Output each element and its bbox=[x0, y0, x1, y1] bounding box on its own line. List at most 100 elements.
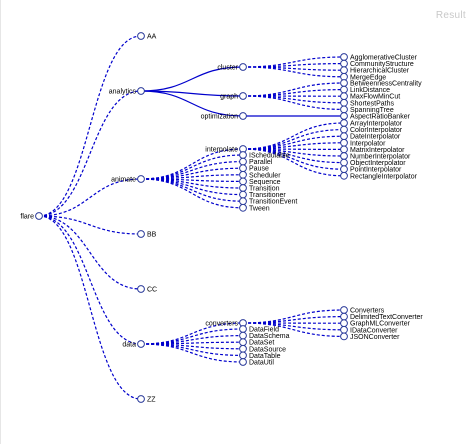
node-circle-icon[interactable] bbox=[340, 332, 348, 341]
node-label: MergeEdge bbox=[350, 74, 386, 81]
link-graph-to-link-distance bbox=[242, 89, 345, 97]
tree-node-jsonconverter[interactable]: JSONConverter bbox=[340, 332, 400, 341]
tree-node-flare[interactable]: flare bbox=[20, 212, 43, 221]
node-label: optimization bbox=[201, 114, 238, 121]
tree-node-link-distance[interactable]: LinkDistance bbox=[340, 85, 391, 94]
node-label: converters bbox=[205, 321, 238, 328]
link-animate-to-transition bbox=[140, 178, 244, 189]
link-cluster-to-hierarchical-cluster bbox=[242, 66, 345, 71]
node-label: CC bbox=[147, 287, 157, 294]
tree-node-zz[interactable]: ZZ bbox=[137, 395, 157, 404]
tree-node-optimization[interactable]: optimization bbox=[201, 112, 247, 121]
node-label: ISchedulable bbox=[249, 153, 290, 160]
link-animate-to-transition-event bbox=[140, 178, 244, 202]
tree-node-parallel[interactable]: Parallel bbox=[239, 157, 273, 166]
node-label: flare bbox=[20, 214, 34, 221]
node-circle-icon[interactable] bbox=[137, 230, 145, 238]
tree-node-number-interpolator[interactable]: NumberInterpolator bbox=[340, 152, 411, 161]
node-circle-icon[interactable] bbox=[239, 351, 247, 360]
link-data-to-data-table bbox=[140, 343, 244, 356]
node-circle-icon[interactable] bbox=[340, 85, 348, 94]
node-circle-icon[interactable] bbox=[137, 175, 145, 183]
node-circle-icon[interactable] bbox=[340, 138, 348, 147]
tree-node-graph[interactable]: graph bbox=[220, 92, 247, 101]
node-circle-icon[interactable] bbox=[340, 119, 348, 127]
tree-node-bb[interactable]: BB bbox=[137, 230, 157, 239]
node-circle-icon[interactable] bbox=[239, 184, 247, 192]
tree-node-cluster[interactable]: cluster bbox=[217, 63, 247, 72]
node-circle-icon[interactable] bbox=[340, 145, 348, 154]
tree-node-tween[interactable]: Tween bbox=[239, 203, 270, 212]
node-circle-icon[interactable] bbox=[340, 59, 348, 68]
tree-node-aa[interactable]: AA bbox=[137, 32, 157, 41]
node-circle-icon[interactable] bbox=[340, 98, 348, 107]
node-circle-icon[interactable] bbox=[340, 105, 348, 114]
link-graph-to-spanning-tree bbox=[242, 95, 345, 110]
node-label: Sequence bbox=[249, 179, 281, 186]
node-label: ColorInterpolator bbox=[350, 127, 403, 134]
node-circle-icon[interactable] bbox=[340, 312, 348, 321]
node-circle-icon[interactable] bbox=[239, 190, 247, 199]
node-circle-icon[interactable] bbox=[239, 177, 247, 186]
link-interpolate-to-interpolator bbox=[242, 142, 345, 150]
tree-node-data-util[interactable]: DataUtil bbox=[239, 358, 275, 367]
tree-node-hierarchical-cluster[interactable]: HierarchicalCluster bbox=[340, 66, 410, 75]
node-label: LinkDistance bbox=[350, 87, 390, 94]
node-label: DataSet bbox=[249, 340, 274, 347]
node-circle-icon[interactable] bbox=[239, 157, 247, 166]
node-circle-icon[interactable] bbox=[239, 197, 247, 206]
node-circle-icon[interactable] bbox=[340, 53, 348, 61]
node-circle-icon[interactable] bbox=[239, 358, 247, 366]
node-circle-icon[interactable] bbox=[340, 152, 348, 160]
link-flare-to-aa bbox=[38, 35, 142, 217]
node-circle-icon[interactable] bbox=[239, 92, 247, 100]
node-label: graph bbox=[220, 94, 238, 101]
node-circle-icon[interactable] bbox=[35, 212, 43, 220]
tree-node-rectangle-interpolator[interactable]: RectangleInterpolator bbox=[340, 171, 418, 180]
node-circle-icon[interactable] bbox=[239, 63, 247, 71]
node-circle-icon[interactable] bbox=[340, 112, 348, 120]
node-circle-icon[interactable] bbox=[137, 32, 145, 40]
node-circle-icon[interactable] bbox=[340, 79, 348, 87]
link-animate-to-pause bbox=[140, 167, 244, 180]
node-circle-icon[interactable] bbox=[239, 338, 247, 347]
tree-node-interpolate[interactable]: interpolate bbox=[205, 145, 247, 154]
node-circle-icon[interactable] bbox=[239, 203, 247, 212]
node-circle-icon[interactable] bbox=[239, 325, 247, 333]
node-circle-icon[interactable] bbox=[340, 66, 348, 75]
tree-node-animate[interactable]: animate bbox=[111, 175, 145, 184]
node-label: cluster bbox=[217, 65, 238, 72]
link-graph-to-betweenness-centrality bbox=[242, 82, 345, 97]
node-circle-icon[interactable] bbox=[239, 331, 247, 340]
node-circle-icon[interactable] bbox=[340, 125, 348, 134]
node-circle-icon[interactable] bbox=[340, 171, 348, 180]
node-circle-icon[interactable] bbox=[137, 340, 145, 348]
tree-node-analytics[interactable]: analytics bbox=[109, 87, 145, 96]
node-circle-icon[interactable] bbox=[340, 132, 348, 141]
node-circle-icon[interactable] bbox=[340, 165, 348, 174]
tree-node-aspect-ratio-banker[interactable]: AspectRatioBanker bbox=[340, 112, 411, 121]
link-converters-to-idata-converter bbox=[242, 322, 345, 331]
link-data-to-data-set bbox=[140, 341, 244, 345]
node-circle-icon[interactable] bbox=[239, 344, 247, 353]
node-circle-icon[interactable] bbox=[137, 395, 145, 403]
link-converters-to-converters bbox=[242, 309, 345, 324]
node-circle-icon[interactable] bbox=[137, 87, 145, 95]
node-circle-icon[interactable] bbox=[239, 112, 247, 120]
node-circle-icon[interactable] bbox=[239, 164, 247, 173]
node-label: AspectRatioBanker bbox=[350, 114, 411, 121]
node-label: DataUtil bbox=[249, 360, 274, 367]
node-circle-icon[interactable] bbox=[137, 285, 145, 293]
tree-node-cc[interactable]: CC bbox=[137, 285, 158, 294]
node-circle-icon[interactable] bbox=[340, 325, 348, 334]
node-circle-icon[interactable] bbox=[340, 158, 348, 167]
node-circle-icon[interactable] bbox=[340, 319, 348, 328]
node-circle-icon[interactable] bbox=[340, 92, 348, 101]
tree-node-object-interpolator[interactable]: ObjectInterpolator bbox=[340, 158, 407, 167]
tree-node-data[interactable]: data bbox=[122, 340, 145, 349]
node-circle-icon[interactable] bbox=[340, 306, 348, 314]
link-graph-to-shortest-paths bbox=[242, 95, 345, 104]
node-circle-icon[interactable] bbox=[239, 170, 247, 179]
node-label: RectangleInterpolator bbox=[350, 173, 418, 180]
node-circle-icon[interactable] bbox=[239, 151, 247, 159]
